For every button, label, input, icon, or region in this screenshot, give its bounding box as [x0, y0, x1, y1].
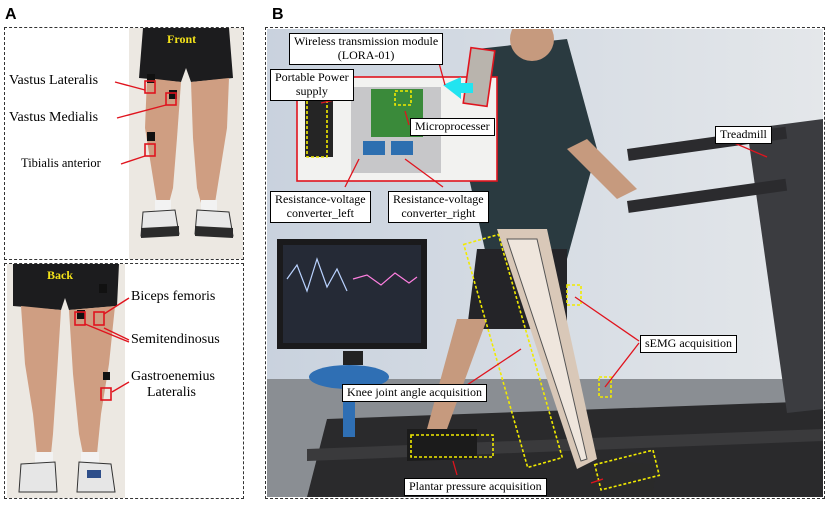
- wireless-module-label: Wireless transmission module (LORA-01): [289, 33, 444, 65]
- front-tag: Front: [167, 32, 197, 46]
- semg-label: sEMG acquisition: [640, 335, 737, 353]
- treadmill-label: Treadmill: [715, 126, 772, 144]
- label-lateralis: Lateralis: [147, 385, 196, 400]
- label-gastroenemius: Gastroenemius: [131, 369, 215, 384]
- wireless-module-label-line2: (LORA-01): [337, 47, 395, 62]
- label-vastus-medialis: Vastus Medialis: [9, 110, 99, 125]
- rv-converter-left-label-line1: Resistance-voltage: [275, 192, 366, 206]
- back-leader-lines: [84, 297, 130, 393]
- panel-a-back: Back Biceps femoris Semitendinosus Gastr…: [4, 263, 244, 499]
- plantar-pressure-label: Plantar pressure acquisition: [404, 478, 547, 496]
- power-supply-label: Portable Power supply: [270, 69, 354, 101]
- rv-converter-right-label-line1: Resistance-voltage: [393, 192, 484, 206]
- back-legs-photo: Back: [7, 264, 125, 498]
- knee-angle-label: Knee joint angle acquisition: [342, 384, 487, 402]
- rv-converter-left-label-line2: converter_left: [286, 205, 354, 220]
- panel-a-label: A: [5, 6, 17, 23]
- front-legs-photo: Front: [129, 28, 243, 259]
- label-biceps-femoris: Biceps femoris: [131, 289, 216, 304]
- microprocessor-label: Microprocesser: [410, 118, 495, 136]
- rv-converter-right-label-line2: converter_right: [401, 205, 476, 220]
- front-leader-lines: [114, 81, 167, 165]
- label-semitendinosus: Semitendinosus: [131, 332, 220, 347]
- rv-converter-right-label: Resistance-voltage converter_right: [388, 191, 489, 223]
- label-vastus-lateralis: Vastus Lateralis: [9, 73, 99, 88]
- panel-b: Wireless transmission module (LORA-01) P…: [265, 27, 825, 499]
- panel-b-label: B: [272, 6, 284, 23]
- panel-a-front: Front Vastus Lateralis Vastus Medialis T…: [4, 27, 244, 260]
- label-tibialis-anterior: Tibialis anterior: [21, 156, 101, 170]
- power-supply-label-line2: supply: [295, 83, 328, 98]
- rv-converter-left-label: Resistance-voltage converter_left: [270, 191, 371, 223]
- power-supply-label-line1: Portable Power: [275, 70, 349, 84]
- wireless-module-label-line1: Wireless transmission module: [294, 34, 439, 48]
- back-tag: Back: [47, 268, 74, 282]
